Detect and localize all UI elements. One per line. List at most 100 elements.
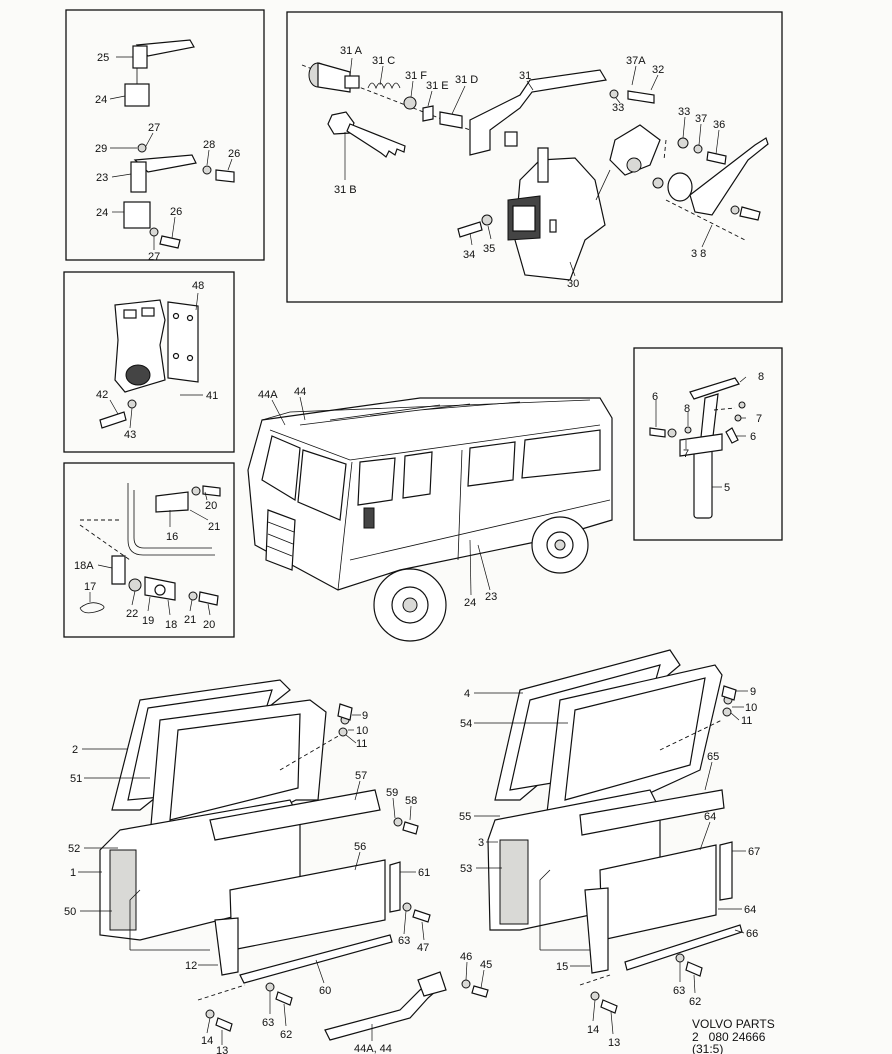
callout: 61 xyxy=(418,867,430,879)
lock-leader-lines xyxy=(344,57,720,277)
callout: 3 xyxy=(478,837,484,849)
callout: 63 xyxy=(673,985,685,997)
callout: 58 xyxy=(405,795,417,807)
striker-callouts: 48 42 43 41 xyxy=(96,280,218,441)
callout: 37 xyxy=(695,113,707,125)
callout: 27 xyxy=(148,251,160,263)
callout: 34 xyxy=(463,249,475,261)
hinge-parts-drawing xyxy=(123,39,235,249)
callout: 11 xyxy=(741,715,752,727)
callout: 44 xyxy=(294,386,306,398)
right-door-drawing xyxy=(487,649,743,1014)
callout: 27 xyxy=(148,122,160,134)
callout: 59 xyxy=(386,787,398,799)
check-strap-leader-lines xyxy=(89,491,211,616)
callout: 26 xyxy=(228,148,240,160)
callout: 17 xyxy=(84,581,96,593)
callout: 43 xyxy=(124,429,136,441)
callout: 52 xyxy=(68,843,80,855)
vehicle-drawing xyxy=(247,397,613,642)
callout: 18A xyxy=(74,560,94,572)
callout: 24 xyxy=(95,94,107,106)
callout: 29 xyxy=(95,143,107,155)
section-code: (31:5) xyxy=(692,1042,723,1054)
rod-detail-panel xyxy=(633,347,783,541)
callout: 51 xyxy=(70,773,82,785)
callout: 42 xyxy=(96,389,108,401)
left-door-drawing xyxy=(99,679,431,1032)
callout: 7 xyxy=(756,413,762,425)
callout: 20 xyxy=(205,500,217,512)
callout: 10 xyxy=(356,725,368,737)
callout: 28 xyxy=(203,139,215,151)
callout: 31 xyxy=(519,70,531,82)
check-strap-detail-panel xyxy=(63,462,235,638)
callout: 33 xyxy=(612,102,624,114)
callout: 20 xyxy=(203,619,215,631)
callout: 41 xyxy=(206,390,218,402)
callout: 12 xyxy=(185,960,197,972)
callout: 13 xyxy=(608,1037,620,1049)
callout: 36 xyxy=(713,119,725,131)
callout: 45 xyxy=(480,959,492,971)
lock-callouts: 31 A 31 C 31 F 31 E 31 D 31 37A 32 33 33… xyxy=(334,45,725,290)
callout: 60 xyxy=(319,985,331,997)
callout: 7 xyxy=(683,448,689,460)
striker-leader-lines xyxy=(109,292,203,429)
callout: 31 B xyxy=(334,184,357,196)
callout: 3 8 xyxy=(691,248,706,260)
callout: 48 xyxy=(192,280,204,292)
striker-parts-drawing xyxy=(99,299,199,429)
reference-number: 2 080 24666 xyxy=(692,1030,766,1044)
callout: 4 xyxy=(464,688,470,700)
callout: 64 xyxy=(744,904,756,916)
callout: 23 xyxy=(485,591,497,603)
rod-callouts: 6 8 8 7 7 6 5 xyxy=(652,371,764,494)
callout: 30 xyxy=(567,278,579,290)
callout: 9 xyxy=(362,710,368,722)
callout: 14 xyxy=(587,1024,599,1036)
rod-leader-lines xyxy=(655,376,747,488)
callout: 22 xyxy=(126,608,138,620)
callout: 31 A xyxy=(340,45,363,57)
callout: 64 xyxy=(704,811,716,823)
hinge-callouts: 25 24 29 27 28 26 23 24 26 27 xyxy=(95,52,240,263)
callout: 46 xyxy=(460,951,472,963)
callout: 33 xyxy=(678,106,690,118)
handle-drawing xyxy=(324,971,489,1041)
callout: 63 xyxy=(262,1017,274,1029)
callout: 1 xyxy=(70,867,76,879)
brand-label: VOLVO PARTS xyxy=(692,1017,775,1031)
callout: 37A xyxy=(626,55,646,67)
callout: 6 xyxy=(652,391,658,403)
callout: 18 xyxy=(165,619,177,631)
callout: 53 xyxy=(460,863,472,875)
check-strap-parts-drawing xyxy=(79,483,221,614)
callout: 35 xyxy=(483,243,495,255)
callout: 31 C xyxy=(372,55,395,67)
callout: 54 xyxy=(460,718,472,730)
callout: 9 xyxy=(750,686,756,698)
callout: 62 xyxy=(280,1029,292,1041)
lock-parts-drawing xyxy=(301,62,769,281)
callout: 11 xyxy=(356,738,367,750)
callout: 8 xyxy=(684,403,690,415)
callout: 25 xyxy=(97,52,109,64)
hinge-detail-panel xyxy=(65,9,265,261)
callout: 66 xyxy=(746,928,758,940)
callout: 65 xyxy=(707,751,719,763)
right-door-callouts: 4 54 55 3 53 9 10 11 65 64 67 64 66 15 6… xyxy=(459,686,760,1049)
callout: 15 xyxy=(556,961,568,973)
door-lock-detail-panel xyxy=(286,11,783,303)
handle-leader-lines xyxy=(371,961,485,1041)
handle-callouts: 46 45 44A, 44 xyxy=(354,951,492,1054)
callout: 5 xyxy=(724,482,730,494)
callout: 32 xyxy=(652,64,664,76)
callout: 10 xyxy=(745,702,757,714)
callout: 14 xyxy=(201,1035,213,1047)
parts-reference-footer: VOLVO PARTS 2 080 24666 (31:5) xyxy=(692,1017,775,1054)
callout: 8 xyxy=(758,371,764,383)
callout: 23 xyxy=(96,172,108,184)
